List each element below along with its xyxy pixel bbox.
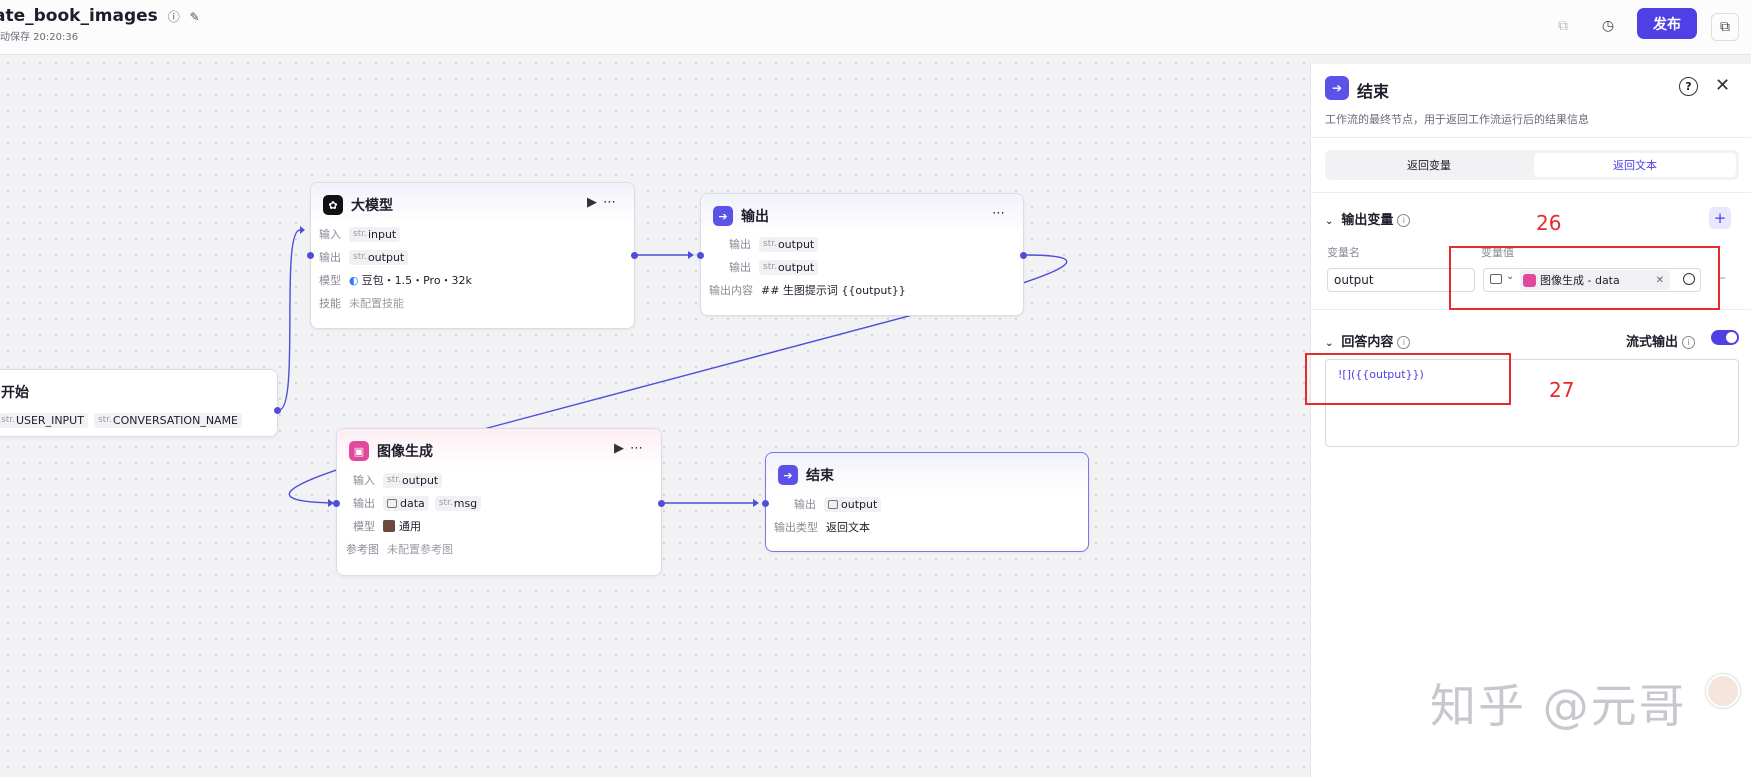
end-node-settings-panel: ➔ 结束 ? ✕ 工作流的最终节点，用于返回工作流运行后的结果信息 返回变量 返… <box>1310 64 1751 777</box>
annotation-label-27: 27 <box>1549 378 1575 402</box>
var-name-label: 变量名 <box>1327 246 1360 259</box>
node-title: 大模型 <box>351 198 393 214</box>
image-type-icon <box>387 498 397 508</box>
tab-return-variables[interactable]: 返回变量 <box>1407 159 1451 172</box>
arrow-head <box>300 226 305 234</box>
model-icon: ◐ <box>349 273 359 287</box>
copy-icon[interactable]: ⧉ <box>1558 18 1568 34</box>
chevron-down-icon: ⌄ <box>1325 338 1334 349</box>
add-variable-button[interactable]: + <box>1709 207 1731 229</box>
edge-start-llm <box>278 229 301 411</box>
image-type-icon <box>828 499 838 509</box>
input-port[interactable] <box>697 252 704 259</box>
node-title: 输出 <box>741 209 769 225</box>
run-icon[interactable]: ▶ <box>587 195 603 210</box>
model-avatar-icon <box>383 520 395 532</box>
close-icon[interactable]: ✕ <box>1715 75 1731 96</box>
duplicate-icon[interactable]: ⧉ <box>1711 13 1739 41</box>
var-tag: str.output <box>759 259 819 275</box>
avatar[interactable] <box>1706 674 1740 708</box>
stream-output-toggle[interactable] <box>1711 330 1739 345</box>
var-tag: str.USER_INPUT <box>0 412 88 428</box>
output-content: ## 生图提示词 {{output}} <box>761 284 906 297</box>
watermark: 知乎 @元哥 <box>1430 679 1687 733</box>
var-value-label: 变量值 <box>1481 246 1514 259</box>
target-icon[interactable] <box>1683 273 1695 285</box>
llm-icon: ✿ <box>323 195 343 215</box>
help-icon[interactable]: ? <box>1679 77 1698 96</box>
panel-title: 结束 <box>1357 82 1390 101</box>
run-icon[interactable]: ▶ <box>614 441 630 456</box>
more-icon[interactable]: ⋯ <box>630 441 649 456</box>
info-icon: i <box>1397 214 1411 227</box>
input-port[interactable] <box>762 500 769 507</box>
image-gen-icon <box>1523 273 1536 287</box>
return-mode-tabs: 返回变量 返回文本 <box>1325 150 1739 180</box>
info-icon: i <box>1682 336 1696 349</box>
panel-description: 工作流的最终节点，用于返回工作流运行后的结果信息 <box>1325 113 1589 126</box>
workflow-title: ate_book_images ⓘ ✎ <box>0 6 200 26</box>
output-icon: ➔ <box>713 206 733 226</box>
chevron-down-icon: ⌄ <box>1506 271 1515 282</box>
end-icon: ➔ <box>1325 76 1349 100</box>
more-icon[interactable]: ⋯ <box>992 206 1011 221</box>
annotation-box-27 <box>1305 353 1511 405</box>
image-icon: ▣ <box>349 441 369 461</box>
edit-icon[interactable]: ✎ <box>189 10 200 24</box>
var-tag: str.output <box>349 249 409 265</box>
more-icon[interactable]: ⋯ <box>603 195 622 210</box>
input-port[interactable] <box>333 500 340 507</box>
var-tag: data <box>383 495 429 511</box>
top-bar: ate_book_images ⓘ ✎ 动保存 20:20:36 ⧉ ◷ 发布 … <box>0 0 1751 55</box>
info-icon: i <box>1397 336 1411 349</box>
clear-icon[interactable]: ✕ <box>1655 274 1664 286</box>
tab-return-text[interactable]: 返回文本 <box>1534 153 1736 177</box>
input-port[interactable] <box>307 252 314 259</box>
history-icon[interactable]: ◷ <box>1601 18 1615 34</box>
output-port[interactable] <box>274 407 281 414</box>
end-icon: ➔ <box>778 465 798 485</box>
output-type-value: 返回文本 <box>826 521 870 534</box>
node-title: 图像生成 <box>377 444 433 460</box>
model-value: 通用 <box>399 520 421 533</box>
start-node[interactable]: 开始 str.USER_INPUT str.CONVERSATION_NAME <box>0 369 281 437</box>
publish-button[interactable]: 发布 <box>1637 8 1697 39</box>
answer-content-editor[interactable]: ![]({{output}}) <box>1325 359 1739 447</box>
var-ref-chip: 图像生成 - data ✕ <box>1520 270 1670 290</box>
var-tag: str.CONVERSATION_NAME <box>93 412 243 428</box>
var-tag: str.msg <box>434 495 482 511</box>
remove-variable-icon[interactable]: – <box>1719 270 1726 286</box>
annotation-label-26: 26 <box>1536 211 1562 235</box>
var-value-selector[interactable]: ⌄ 图像生成 - data ✕ <box>1483 268 1701 292</box>
node-title: 开始 <box>1 385 29 401</box>
info-icon[interactable]: ⓘ <box>167 10 180 24</box>
workflow-canvas[interactable]: 开始 str.USER_INPUT str.CONVERSATION_NAME … <box>0 55 1310 777</box>
arrow-head <box>688 251 694 259</box>
image-type-icon <box>1490 274 1502 284</box>
annotation-box-26 <box>1449 246 1720 310</box>
node-title: 结束 <box>806 468 834 484</box>
output-port[interactable] <box>658 500 665 507</box>
arrow-head <box>328 499 334 507</box>
model-value: 豆包・1.5・Pro・32k <box>361 274 472 287</box>
output-port[interactable] <box>631 252 638 259</box>
autosave-status: 动保存 20:20:36 <box>0 32 79 43</box>
var-tag: str.output <box>383 472 443 488</box>
var-tag: str.input <box>349 226 401 242</box>
var-tag: str.output <box>759 236 819 252</box>
arrow-head <box>753 499 759 507</box>
output-port[interactable] <box>1020 252 1027 259</box>
var-tag: output <box>824 496 882 512</box>
chevron-down-icon: ⌄ <box>1325 216 1334 227</box>
